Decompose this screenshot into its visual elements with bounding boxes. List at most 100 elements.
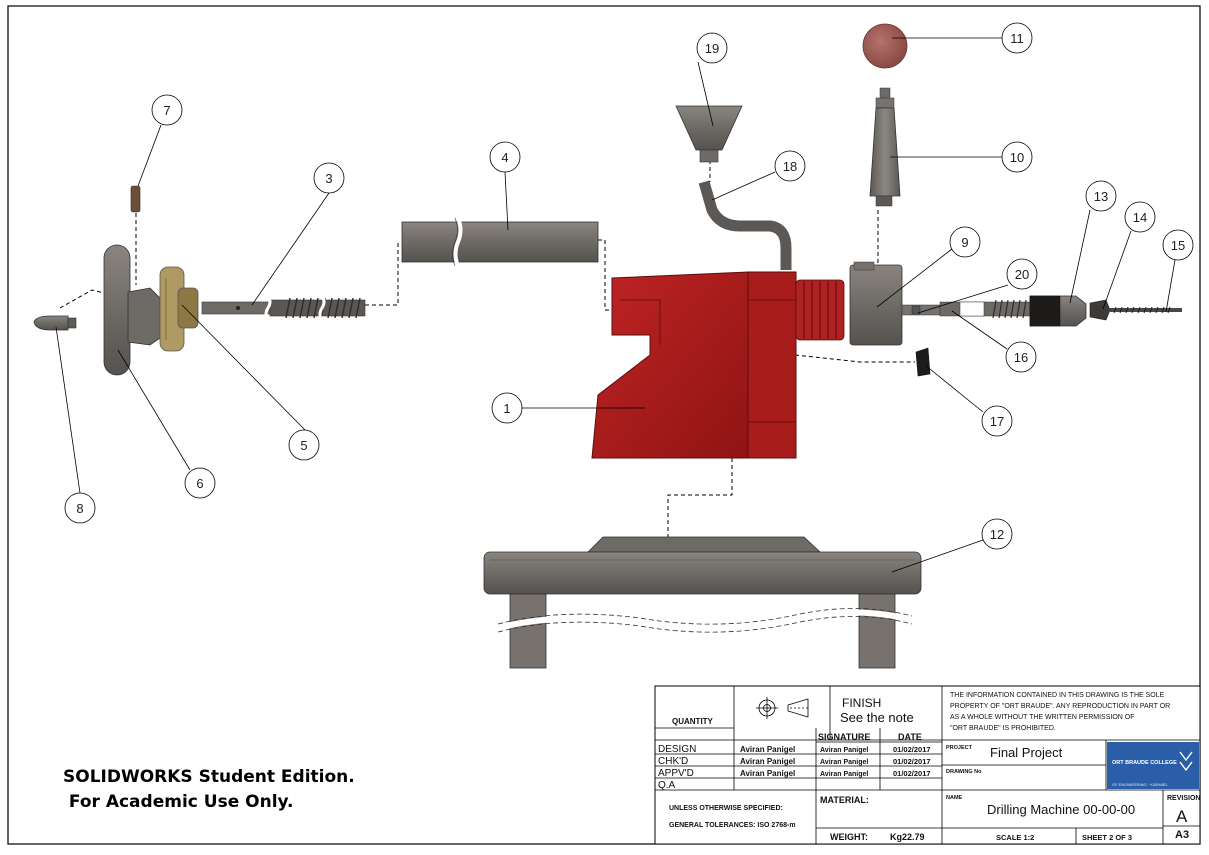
part-6-handwheel	[103, 244, 161, 376]
date-design: 01/02/2017	[893, 745, 931, 754]
balloon-8: 8	[64, 492, 96, 524]
weight-value: Kg22.79	[890, 832, 925, 842]
part-19-funnel	[675, 105, 743, 163]
svg-text:6: 6	[196, 476, 203, 491]
watermark-line-2: For Academic Use Only.	[63, 792, 294, 812]
svg-text:11: 11	[1010, 31, 1024, 46]
part-3-lead-screw	[201, 295, 366, 323]
notice-line-1: THE INFORMATION CONTAINED IN THIS DRAWIN…	[950, 692, 1165, 699]
signature-design: Aviran Panigel	[820, 747, 868, 754]
finish-label: FINISH	[842, 696, 881, 710]
project-label: PROJECT	[946, 745, 973, 751]
balloon-19: 19	[696, 32, 728, 64]
role-design: DESIGN	[658, 744, 696, 755]
drawing-no-label: DRAWING No	[946, 769, 982, 775]
title-block: QUANTITY FINISH See the note THE INFORMA…	[654, 685, 1201, 845]
notice-line-2: PROPERTY OF "ORT BRAUDE". ANY REPRODUCTI…	[950, 703, 1170, 710]
balloon-20: 20	[1006, 258, 1038, 290]
part-8-knob-bolt	[33, 315, 77, 331]
part-11-knob-ball	[862, 23, 908, 69]
part-13-chuck-sleeve	[1029, 295, 1061, 327]
part-18-coolant-hose	[698, 180, 792, 270]
svg-text:20: 20	[1015, 267, 1029, 282]
signature-approved: Aviran Panigel	[820, 771, 868, 778]
part-17-clamp-knob	[915, 347, 931, 377]
balloon-14: 14	[1124, 201, 1156, 233]
balloon-11: 11	[1001, 22, 1033, 54]
revision-value: A	[1176, 807, 1188, 826]
svg-text:4: 4	[501, 150, 508, 165]
svg-text:1: 1	[503, 401, 510, 416]
balloon-1: 1	[491, 392, 523, 424]
scale-text: SCALE 1:2	[996, 833, 1034, 842]
student-edition-watermark: SOLIDWORKS Student Edition. For Academic…	[63, 765, 355, 815]
svg-text:18: 18	[783, 159, 797, 174]
balloon-13: 13	[1085, 180, 1117, 212]
date-checked: 01/02/2017	[893, 757, 931, 766]
balloon-17: 17	[981, 405, 1013, 437]
balloon-9: 9	[949, 226, 981, 258]
balloon-12: 12	[981, 518, 1013, 550]
tolerance-line-2: GENERAL TOLERANCES: ISO 2768-m	[669, 822, 796, 829]
material-label: MATERIAL:	[820, 795, 869, 805]
notice-line-4: "ORT BRAUDE" IS PROHIBITED.	[950, 725, 1056, 732]
part-1-drill-head-body	[591, 271, 845, 459]
balloon-18: 18	[774, 150, 806, 182]
tolerance-line-1: UNLESS OTHERWISE SPECIFIED:	[669, 805, 783, 812]
svg-text:14: 14	[1133, 210, 1147, 225]
balloon-15: 15	[1162, 229, 1194, 261]
svg-text:13: 13	[1094, 189, 1108, 204]
leader-lines	[55, 37, 1176, 573]
svg-text:OF ENGINEERING · KARMIEL: OF ENGINEERING · KARMIEL	[1112, 782, 1169, 787]
svg-text:15: 15	[1171, 238, 1185, 253]
balloon-3: 3	[313, 162, 345, 194]
balloon-5: 5	[288, 429, 320, 461]
role-checked: CHK'D	[658, 756, 688, 767]
date-approved: 01/02/2017	[893, 769, 931, 778]
name-design: Aviran Panigel	[740, 745, 795, 754]
part-9-spindle-box	[849, 261, 903, 346]
finish-value: See the note	[840, 710, 914, 725]
sheet-border	[7, 5, 1201, 845]
date-header: DATE	[898, 732, 922, 742]
balloon-10: 10	[1001, 141, 1033, 173]
name-label: NAME	[946, 795, 963, 801]
balloon-6: 6	[184, 467, 216, 499]
project-value: Final Project	[990, 745, 1063, 760]
part-14-collar	[1089, 299, 1111, 321]
quantity-label: QUANTITY	[672, 717, 714, 726]
part-15-drill-bit	[1110, 306, 1182, 314]
notice-line-3: AS A WHOLE WITHOUT THE WRITTEN PERMISSIO…	[950, 714, 1134, 721]
role-qa: Q.A	[658, 780, 676, 791]
projection-symbol-icon	[756, 697, 810, 719]
part-5-brass-collar	[159, 266, 199, 352]
svg-text:ORT BRAUDE COLLEGE: ORT BRAUDE COLLEGE	[1112, 760, 1177, 766]
svg-text:7: 7	[163, 103, 170, 118]
part-4-column-tube	[401, 217, 599, 267]
sheet-text: SHEET 2 OF 3	[1082, 833, 1132, 842]
name-checked: Aviran Panigel	[740, 757, 795, 766]
svg-text:12: 12	[990, 527, 1004, 542]
role-approved: APPV'D	[658, 768, 694, 779]
part-7-pin	[130, 185, 141, 213]
drawing-name: Drilling Machine 00-00-00	[987, 802, 1135, 817]
svg-text:5: 5	[300, 438, 307, 453]
balloon-4: 4	[489, 141, 521, 173]
watermark-line-1: SOLIDWORKS Student Edition.	[63, 767, 355, 787]
revision-label: REVISION	[1167, 795, 1200, 802]
weight-label: WEIGHT:	[830, 832, 868, 842]
svg-text:19: 19	[705, 41, 719, 56]
part-12-base-table	[483, 536, 922, 669]
svg-text:9: 9	[961, 235, 968, 250]
name-approved: Aviran Panigel	[740, 769, 795, 778]
signature-header: SIGNATURE	[818, 732, 870, 742]
svg-text:16: 16	[1014, 350, 1028, 365]
paper-size: A3	[1175, 829, 1189, 841]
svg-text:8: 8	[76, 501, 83, 516]
svg-text:3: 3	[325, 171, 332, 186]
svg-text:17: 17	[990, 414, 1004, 429]
signature-checked: Aviran Panigel	[820, 759, 868, 766]
svg-text:10: 10	[1010, 150, 1024, 165]
balloon-16: 16	[1005, 341, 1037, 373]
